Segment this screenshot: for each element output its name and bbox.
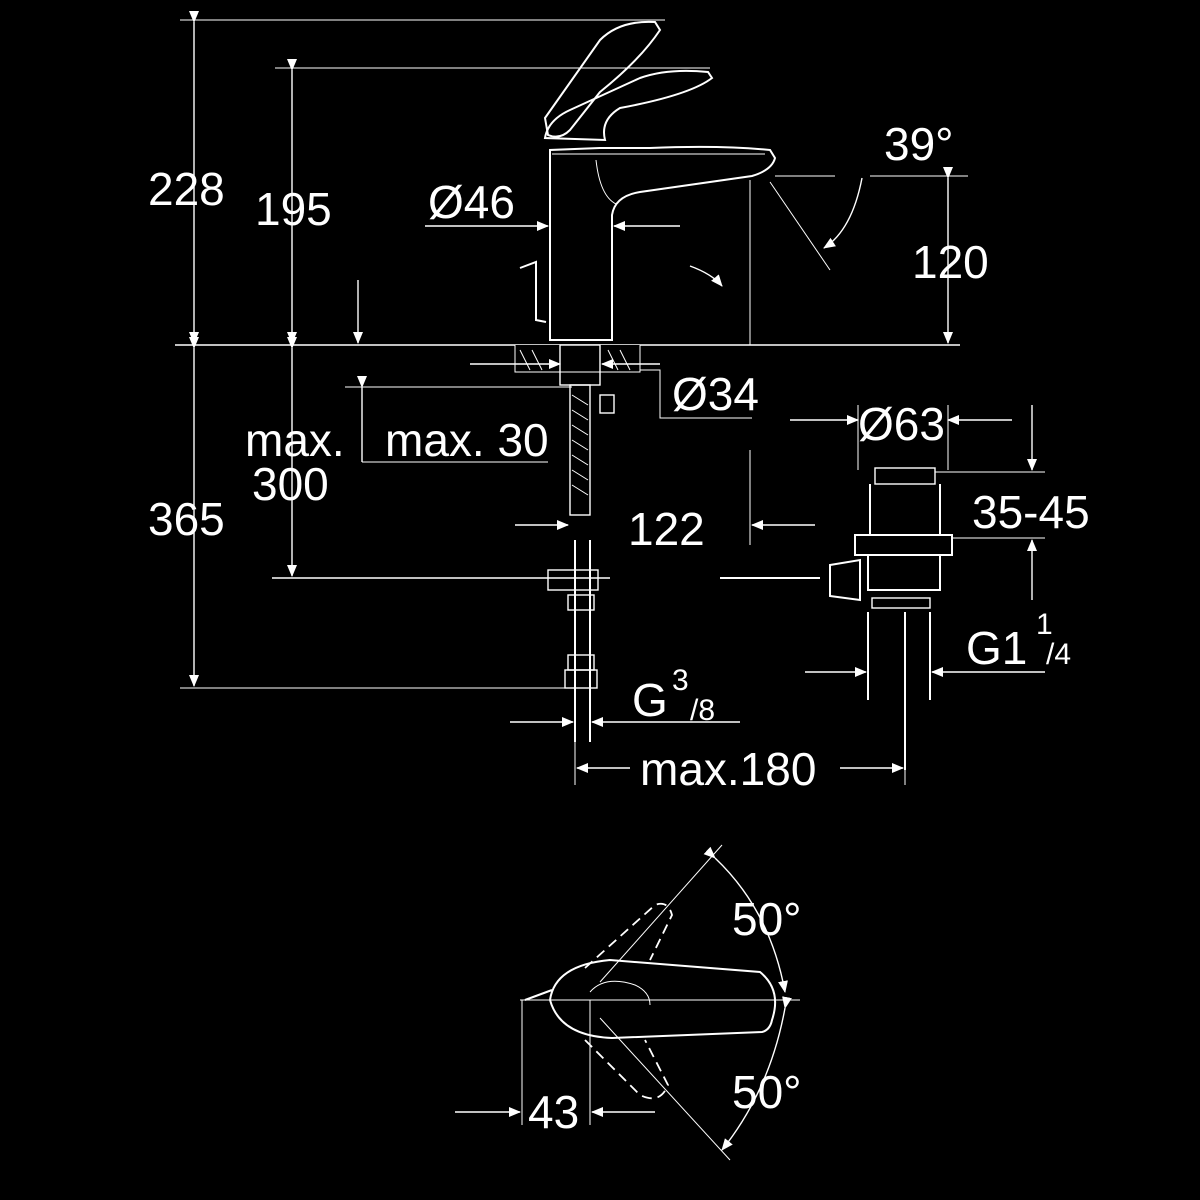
waste-thread-base: G1 — [966, 622, 1027, 674]
label-waste-spacing: max.180 — [640, 743, 816, 795]
label-lever-swing-bottom: 50° — [732, 1066, 802, 1118]
label-waste-offset: 122 — [628, 503, 705, 555]
faucet-side-view — [175, 20, 960, 742]
label-lever-offset: 43 — [528, 1086, 579, 1138]
label-waste-diameter: Ø63 — [858, 398, 945, 450]
label-body-diameter: Ø46 — [428, 176, 515, 228]
supply-thread-base: G — [632, 674, 668, 726]
label-shank-max: max. 30 — [385, 414, 549, 466]
waste-thread-numerator: 1 — [1036, 608, 1053, 641]
supply-thread-denominator: /8 — [690, 694, 715, 727]
label-spout-angle: 39° — [884, 118, 954, 170]
label-worktop-max-line1: max. — [245, 414, 345, 466]
label-shank-diameter: Ø34 — [672, 368, 759, 420]
label-worktop-max-line2: 300 — [252, 458, 329, 510]
label-waste-depth: 35-45 — [972, 486, 1090, 538]
supply-thread-numerator: 3 — [672, 664, 689, 697]
dimension-lines — [180, 11, 1045, 785]
label-waste-thread: G1 — [966, 622, 1027, 674]
waste-thread-denominator: /4 — [1046, 638, 1071, 671]
label-lever-swing-top: 50° — [732, 893, 802, 945]
waste-assembly — [829, 467, 953, 770]
dimension-labels: 228 195 Ø46 39° 120 Ø34 Ø63 max. 300 max… — [148, 118, 1090, 1138]
label-spout-height: 120 — [912, 236, 989, 288]
label-lever-height: 195 — [255, 183, 332, 235]
label-overall-height: 228 — [148, 163, 225, 215]
label-under-height: 365 — [148, 493, 225, 545]
faucet-top-view — [455, 844, 800, 1161]
